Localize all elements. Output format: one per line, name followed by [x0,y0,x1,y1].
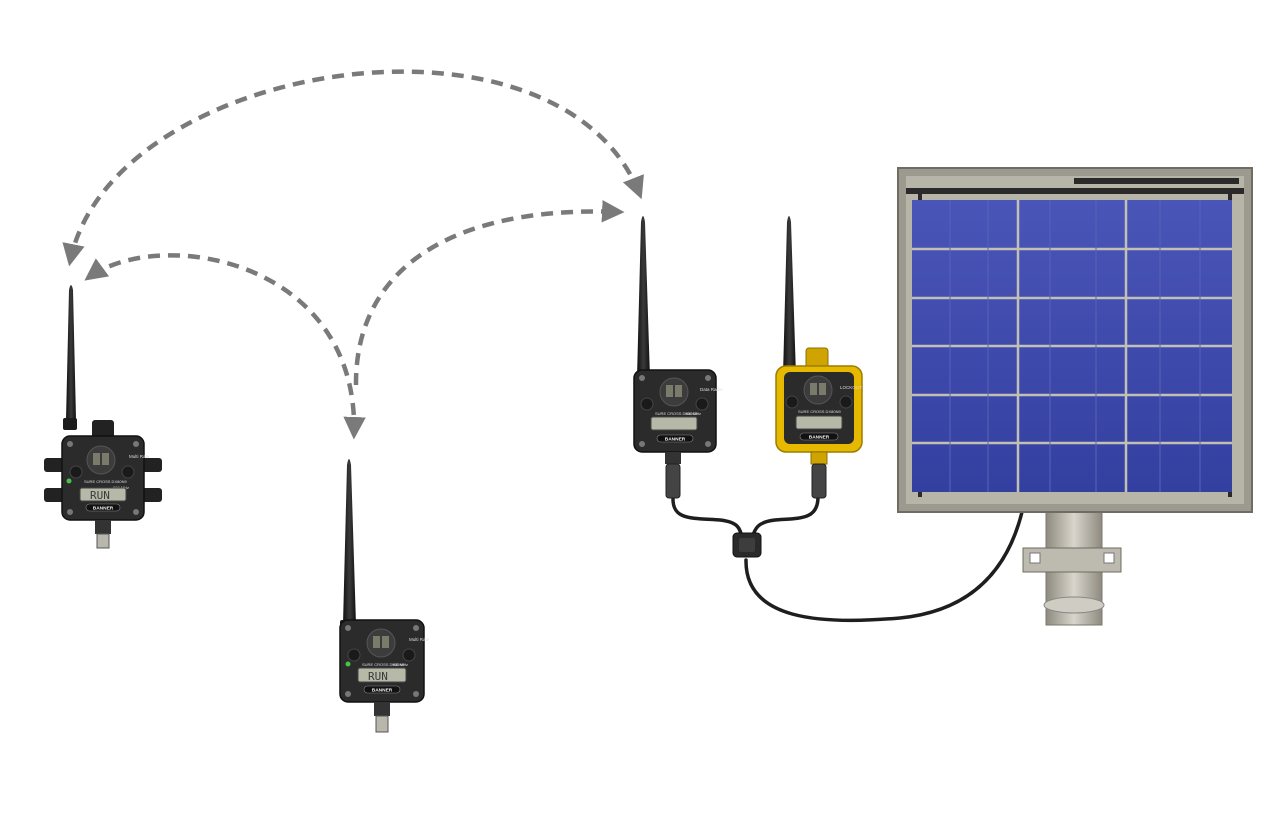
antenna [637,216,650,378]
cell-gridlines [912,200,1232,492]
connector-right [140,458,162,472]
lcd-text: RUN [90,489,110,502]
antenna [66,285,76,420]
link-arrow-middle-to-left-node [84,253,366,440]
lcd-display [79,487,127,502]
connector-left [44,458,66,472]
device-model-label: SURE CROSS DX80N9 [798,409,841,414]
wireless-links [62,69,644,440]
cable-gland [95,520,111,534]
button-2 [121,465,135,479]
brand-plate [363,685,401,694]
button-1 [640,397,654,411]
cable-connector [811,463,827,499]
device-status-label: Multi Rate [409,637,430,642]
cable-connector [665,463,681,499]
cable-gland [374,702,390,716]
brand-label: BANNER [665,437,686,443]
led-window [86,445,116,475]
antenna [343,459,356,625]
solar-panel [897,167,1253,626]
connector-right-2 [140,488,162,502]
status-led [345,661,351,667]
lcd-text: RUN [368,670,388,683]
led-window [366,628,396,658]
cable-yellow-node [750,495,820,540]
yellow-node: LOCKOUT SURE CROSS DX80N9 BANNER [775,216,863,499]
link-arrow-middle-to-gateway [353,200,625,386]
device-freq-label: 900 MHz [685,411,701,416]
status-led [66,478,72,484]
brand-label: BANNER [93,506,114,512]
button-1 [347,648,361,662]
antenna [783,216,796,376]
device-status-label: LOCKOUT [840,385,862,390]
led-window [659,377,689,407]
connector-top [92,420,114,440]
connector-left-2 [44,488,66,502]
gateway: Data Radio SURE CROSS DX80G9 900 MHz BAN… [633,216,723,499]
lcd-display [795,415,843,430]
node-left: Multi Rate SURE CROSS DX80N9 900 MHz RUN… [44,285,162,549]
brand-label: BANNER [809,435,830,441]
led-window [803,375,833,405]
cable-gland [665,452,681,464]
device-model-label: SURE CROSS DX80N9 [84,479,127,484]
brand-label: BANNER [372,688,393,694]
cabling [671,495,1024,623]
button-1 [785,395,799,409]
node-middle: Multi Rate SURE CROSS DX80N9 900 MHz RUN… [339,459,430,733]
device-freq-label: 900 MHz [392,662,408,667]
brand-plate [85,503,121,512]
busbars [949,200,1201,492]
button-2 [402,648,416,662]
lcd-display [650,416,698,431]
device-model-label: SURE CROSS DX80N9 [362,662,405,667]
button-1 [69,465,83,479]
button-2 [839,395,853,409]
lcd-display [357,667,407,683]
device-status-label: Multi Rate [129,454,150,459]
button-2 [695,397,709,411]
link-arrow-gateway-to-left-node [62,69,644,267]
brand-plate [799,432,839,441]
cable-solar [744,510,1024,623]
device-model-label: SURE CROSS DX80G9 [655,411,699,416]
brand-plate [656,434,694,443]
cable-gland [810,451,828,465]
cable-gateway [671,495,744,540]
device-status-label: Data Radio [700,387,723,392]
